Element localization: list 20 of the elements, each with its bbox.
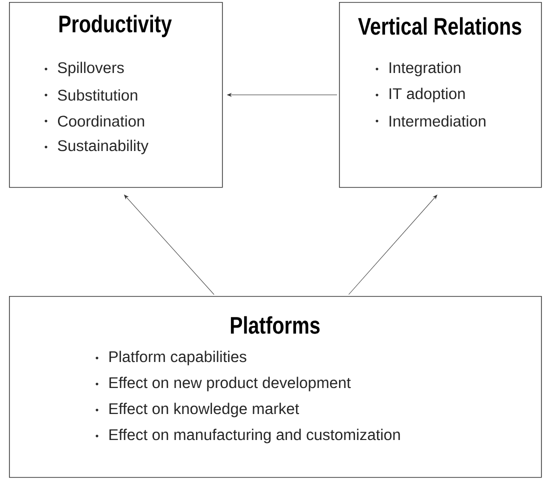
arrow xyxy=(348,194,438,295)
list-item: Coordination xyxy=(58,115,144,127)
text-box xyxy=(9,296,542,478)
heading: Vertical Relations xyxy=(358,17,522,35)
list-item: Sustainability xyxy=(58,140,148,154)
list-item: Effect on manufacturing and customization xyxy=(109,428,400,444)
list-item: Platform capabilities xyxy=(109,350,246,366)
list-item: Effect on knowledge market xyxy=(109,402,300,418)
heading: Productivity xyxy=(59,14,172,38)
list-item: Substitution xyxy=(58,89,138,101)
list-item: IT adoption xyxy=(390,88,465,102)
arrow xyxy=(227,93,338,97)
arrow xyxy=(124,194,214,295)
list-item: Spillovers xyxy=(58,62,124,76)
text-box xyxy=(9,2,223,188)
text-box xyxy=(339,2,542,188)
list-item: Intermediation xyxy=(390,115,486,127)
list-item: Effect on new product development xyxy=(109,376,351,392)
list-item: Integration xyxy=(390,62,460,76)
heading: Platforms xyxy=(230,316,320,334)
